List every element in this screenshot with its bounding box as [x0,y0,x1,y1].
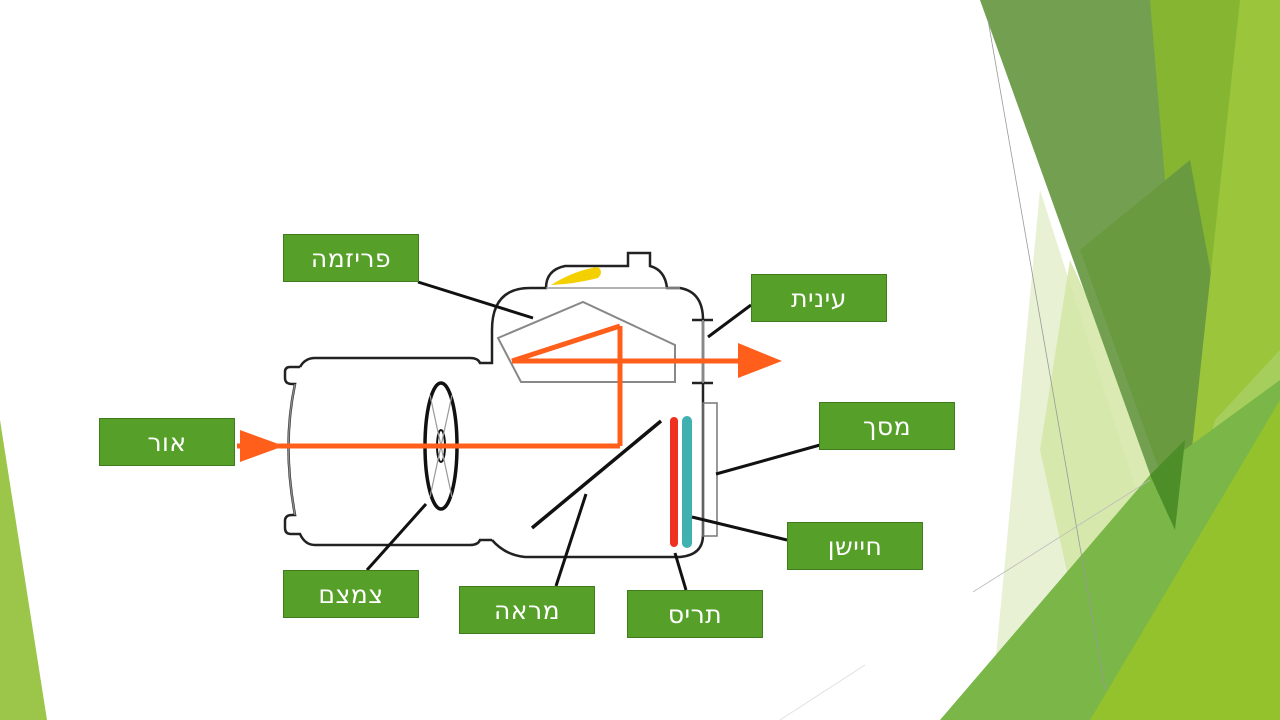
leader-mirror [554,493,588,587]
label-eyepiece-text: עינית [791,283,847,313]
label-mirror: מראה [459,586,595,634]
label-screen: מסך [819,402,955,450]
label-eyepiece: עינית [751,274,887,322]
leader-shutter [673,552,688,591]
leader-aperture [365,503,428,571]
label-light-text: אור [147,427,187,457]
light-path [237,323,745,449]
shutter-button [551,267,601,285]
bg-triangle-darkest [1150,440,1185,530]
label-screen-text: מסך [862,411,912,441]
light-arrow-out [738,343,782,378]
mirror [530,419,663,530]
label-shutter-text: תריס [667,599,723,629]
left-green-sliver [0,420,47,720]
label-aperture-text: צמצם [318,579,384,609]
camera-body [490,251,705,559]
back-screen [702,402,718,537]
lens-barrel [283,365,492,547]
label-mirror-text: מראה [493,595,561,625]
label-shutter: תריס [627,590,763,638]
label-sensor: חיישן [787,522,923,570]
bg-triangle-lime-bottom [1090,400,1280,720]
leader-prism [417,280,534,320]
label-sensor-text: חיישן [827,531,883,561]
leader-screen [715,443,821,476]
leader-eyepiece [707,303,752,339]
label-aperture: צמצם [283,570,419,618]
light-arrow-in [240,430,284,462]
label-prism-text: פריזמה [310,243,392,273]
label-light: אור [99,418,235,466]
leader-sensor [691,515,788,542]
label-prism: פריזמה [283,234,419,282]
